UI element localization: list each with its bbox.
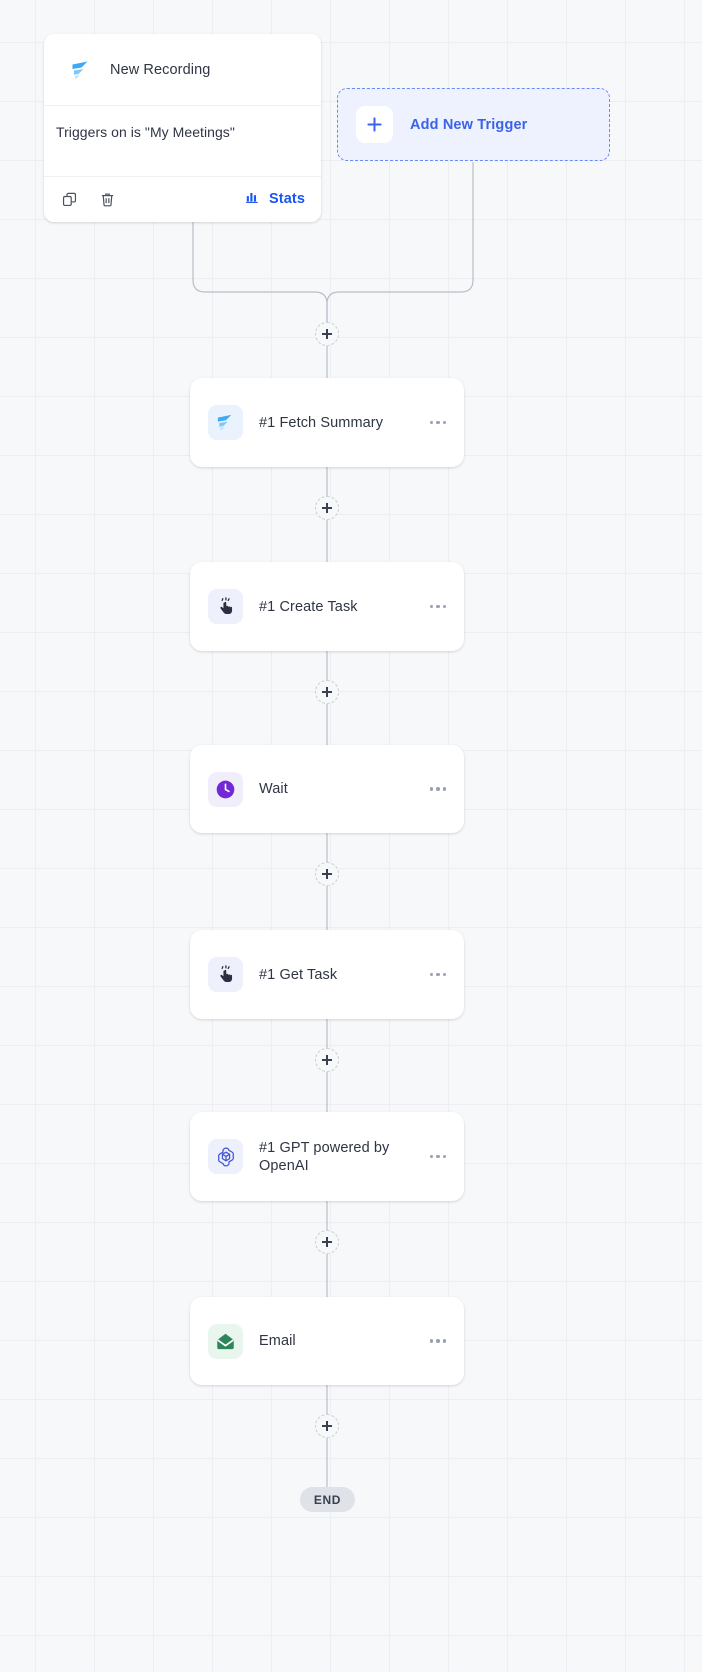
ellipsis-icon[interactable] <box>426 1147 451 1167</box>
end-badge: END <box>300 1487 355 1512</box>
add-new-trigger-button[interactable]: Add New Trigger <box>337 88 610 161</box>
node-label: #1 Create Task <box>259 598 358 615</box>
openai-icon <box>208 1139 243 1174</box>
clickup-cursor-icon <box>208 957 243 992</box>
trigger-title: New Recording <box>110 62 211 78</box>
trigger-card-header: New Recording <box>44 34 321 106</box>
ellipsis-icon[interactable] <box>426 413 451 433</box>
plus-icon <box>356 106 393 143</box>
ellipsis-icon[interactable] <box>426 779 451 799</box>
node-label: #1 Get Task <box>259 966 338 983</box>
stats-label: Stats <box>269 191 305 207</box>
add-step-after-email-button[interactable] <box>315 1414 339 1438</box>
ellipsis-icon[interactable] <box>426 965 451 985</box>
end-label: END <box>313 1492 342 1507</box>
envelope-icon <box>208 1323 243 1359</box>
node-get-task[interactable]: #1 Get Task <box>190 930 464 1019</box>
node-wait[interactable]: Wait <box>190 745 464 833</box>
trash-icon[interactable] <box>96 188 118 210</box>
fireflies-logo-icon <box>64 53 98 87</box>
clock-icon <box>208 771 243 807</box>
bar-chart-icon <box>245 189 261 210</box>
copy-icon[interactable] <box>58 188 80 210</box>
stats-button[interactable]: Stats <box>245 189 305 210</box>
node-label: #1 Fetch Summary <box>259 414 384 431</box>
node-create-task[interactable]: #1 Create Task <box>190 562 464 651</box>
trigger-card-footer: Stats <box>44 177 321 222</box>
node-label: #1 GPT powered by OpenAI <box>259 1139 390 1174</box>
fireflies-logo-icon <box>208 405 243 440</box>
ellipsis-icon[interactable] <box>426 1331 451 1351</box>
ellipsis-icon[interactable] <box>426 597 451 617</box>
trigger-card[interactable]: New Recording Triggers on is "My Meeting… <box>44 34 321 222</box>
node-fetch-summary[interactable]: #1 Fetch Summary <box>190 378 464 467</box>
add-new-trigger-label: Add New Trigger <box>410 116 528 133</box>
node-gpt-openai[interactable]: #1 GPT powered by OpenAI <box>190 1112 464 1201</box>
node-label: Wait <box>259 781 288 797</box>
trigger-card-body: Triggers on is "My Meetings" <box>44 106 321 177</box>
clickup-cursor-icon <box>208 589 243 624</box>
trigger-description: Triggers on is "My Meetings" <box>56 124 235 140</box>
add-step-after-gpt-button[interactable] <box>315 1230 339 1254</box>
add-step-after-triggers-button[interactable] <box>315 322 339 346</box>
node-label: Email <box>259 1333 296 1349</box>
add-step-after-get-task-button[interactable] <box>315 1048 339 1072</box>
add-step-after-fetch-summary-button[interactable] <box>315 496 339 520</box>
add-step-after-wait-button[interactable] <box>315 862 339 886</box>
add-step-after-create-task-button[interactable] <box>315 680 339 704</box>
node-email[interactable]: Email <box>190 1297 464 1385</box>
